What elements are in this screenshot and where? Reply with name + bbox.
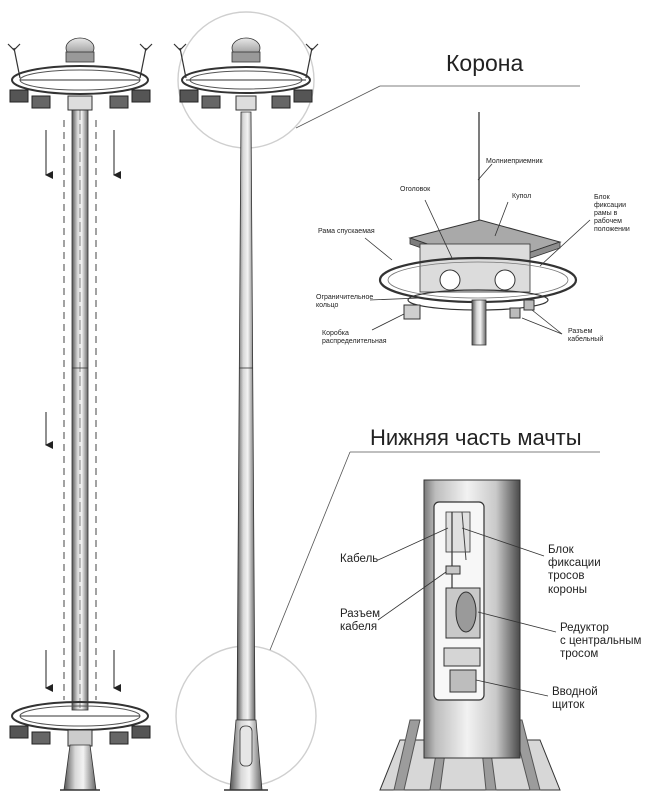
label-cable-lock: Блок фиксации тросов короны bbox=[548, 544, 601, 596]
label-box: Коробка распределительная bbox=[322, 330, 387, 346]
base-detail bbox=[377, 479, 561, 791]
crown-title: Корона bbox=[446, 50, 524, 76]
label-cable: Кабель bbox=[340, 553, 379, 565]
center-top-crown bbox=[173, 37, 319, 111]
label-frame: Рама спускаемая bbox=[318, 228, 375, 235]
label-head: Оголовок bbox=[400, 186, 431, 193]
left-top-crown bbox=[7, 37, 153, 111]
left-mast bbox=[7, 37, 153, 791]
label-gearbox: Редуктор с центральным тросом bbox=[560, 622, 642, 661]
label-cable-connector: Разъем кабеля bbox=[340, 608, 381, 634]
center-mast bbox=[173, 11, 600, 791]
label-crown-connector: Разъем кабельный bbox=[568, 328, 604, 344]
left-mast-arrows bbox=[45, 130, 121, 692]
label-lightning-rod: Молниеприемник bbox=[486, 158, 543, 165]
label-ring: Ограничительное кольцо bbox=[316, 294, 374, 310]
crown-detail bbox=[364, 112, 591, 346]
left-bottom-crown bbox=[9, 701, 151, 747]
label-dome: Купол bbox=[512, 193, 532, 200]
label-panel: Вводной щиток bbox=[552, 686, 598, 712]
mast-base-title: Нижняя часть мачты bbox=[370, 425, 582, 450]
label-lock-block: Блок фиксации рамы в рабочем положении bbox=[594, 194, 630, 234]
